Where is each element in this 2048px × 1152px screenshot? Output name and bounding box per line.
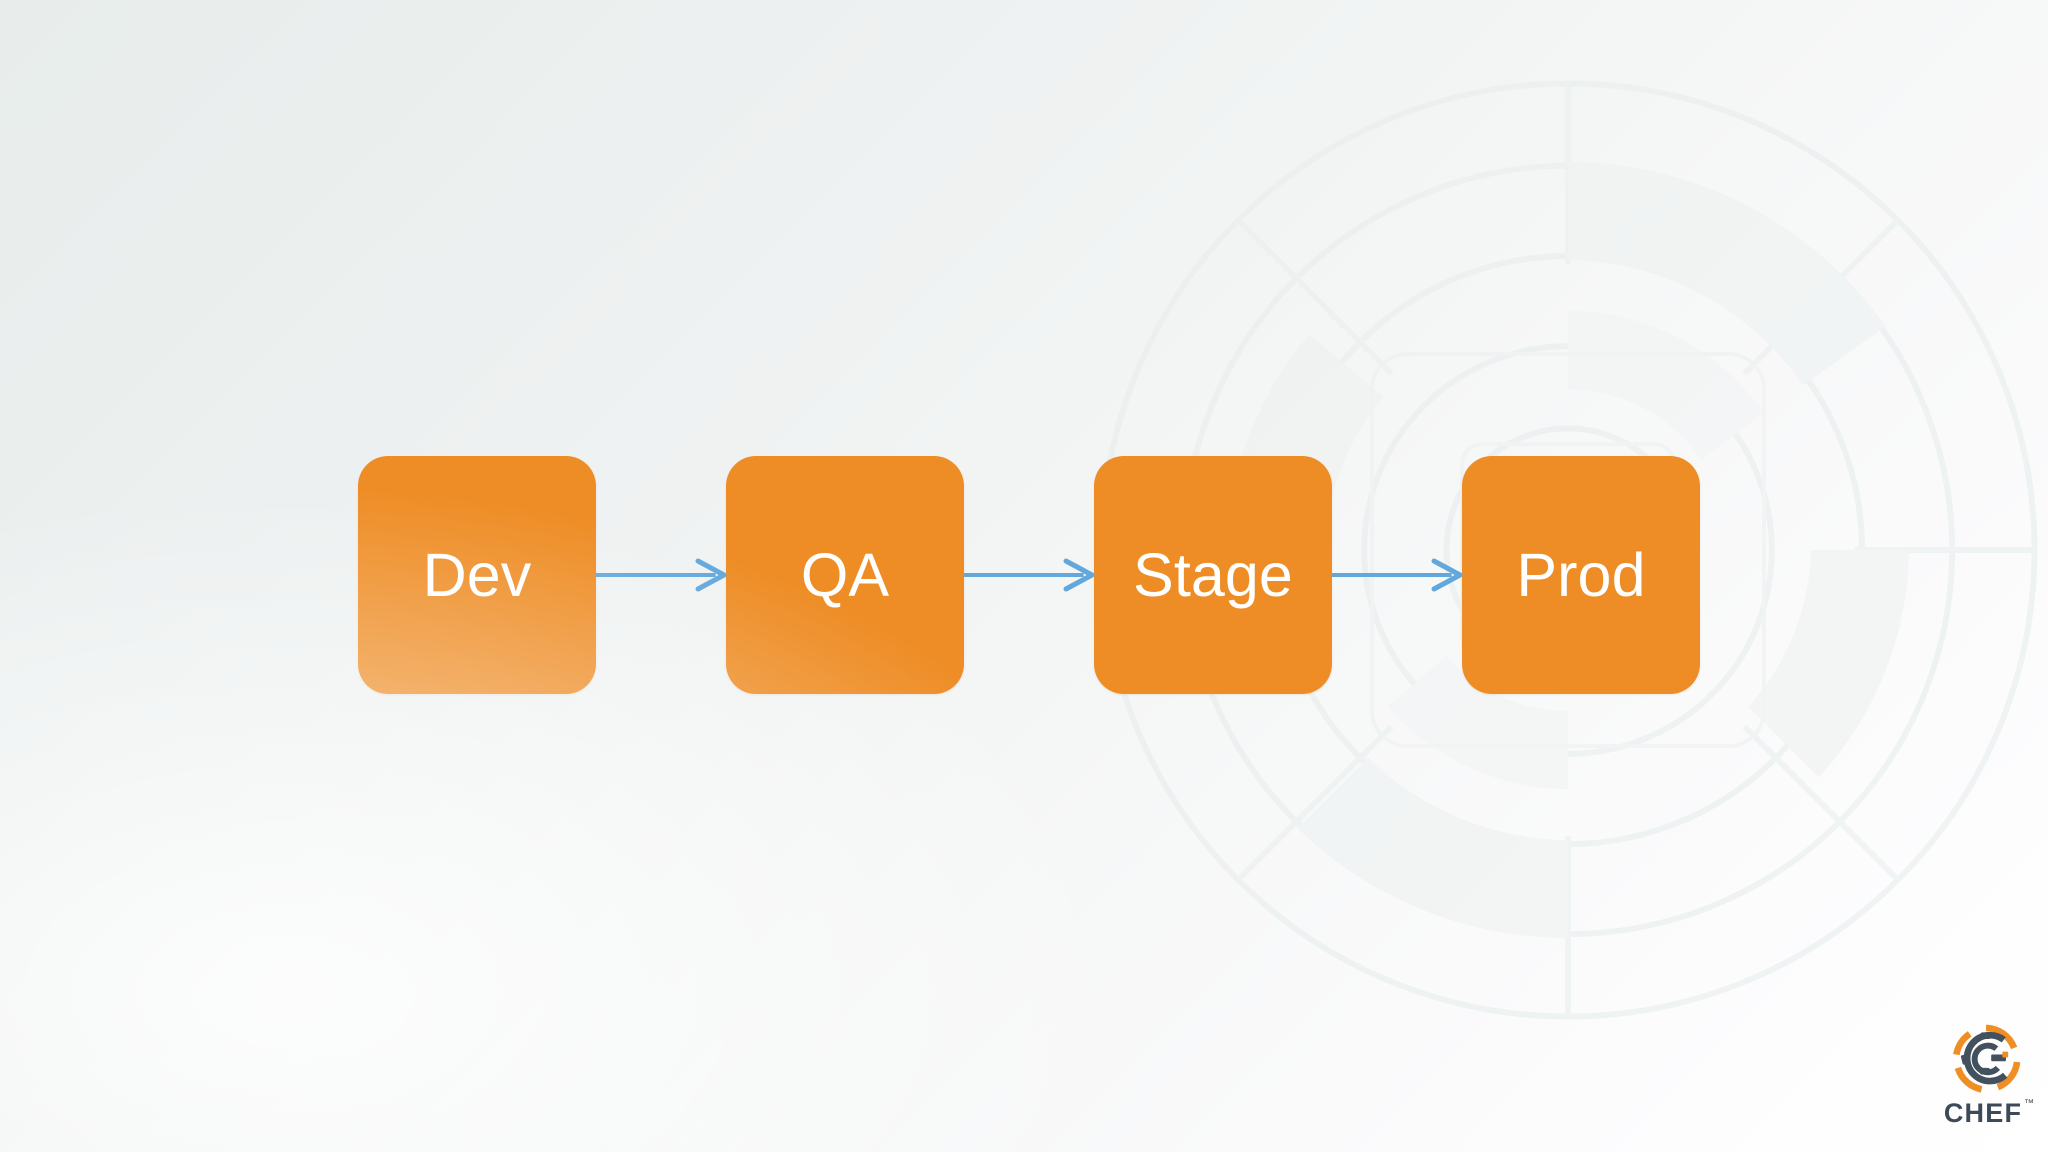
pipeline-flow: Dev QA Stage <box>358 455 1700 695</box>
chef-wordmark-text: CHEF <box>1943 1098 2023 1128</box>
node-stage[interactable]: Stage <box>1094 456 1332 694</box>
arrow-stage-to-prod <box>1332 555 1463 595</box>
chef-wordmark: CHEF ™ <box>1938 1098 2034 1128</box>
arrow-qa-to-stage <box>964 555 1095 595</box>
node-prod[interactable]: Prod <box>1462 456 1700 694</box>
node-label-prod: Prod <box>1516 540 1646 609</box>
node-dev[interactable]: Dev <box>358 456 596 694</box>
trademark-symbol: ™ <box>2024 1098 2034 1109</box>
chef-logo-mark <box>1953 1024 2021 1093</box>
node-label-dev: Dev <box>422 540 532 609</box>
node-label-stage: Stage <box>1133 540 1293 609</box>
chef-brand-logo: CHEF ™ <box>1938 1022 2034 1130</box>
node-label-qa: QA <box>800 540 890 609</box>
node-qa[interactable]: QA <box>726 456 964 694</box>
arrow-dev-to-qa <box>596 555 727 595</box>
